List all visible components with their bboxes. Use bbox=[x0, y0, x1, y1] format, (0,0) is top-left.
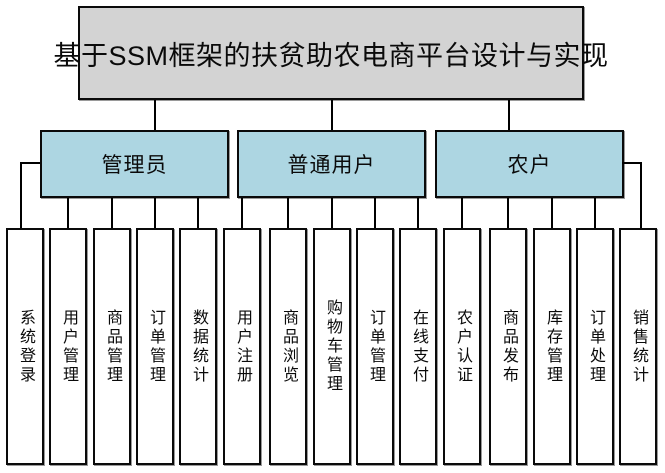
group-box-farmer: 农户 bbox=[435, 130, 624, 198]
connector-line bbox=[20, 162, 40, 164]
leaf-label: 购物车管理 bbox=[324, 299, 341, 394]
leaf-box: 订单处理 bbox=[576, 228, 614, 465]
leaf-label: 在线支付 bbox=[410, 308, 427, 385]
leaf-label: 订单管理 bbox=[147, 308, 164, 385]
connector-line bbox=[640, 162, 642, 228]
group-label: 农户 bbox=[507, 154, 552, 177]
connector-line bbox=[331, 198, 333, 228]
leaf-box: 购物车管理 bbox=[313, 228, 351, 465]
leaf-label: 农户认证 bbox=[454, 308, 471, 385]
connector-line bbox=[507, 198, 509, 228]
leaf-label: 商品发布 bbox=[500, 308, 517, 385]
leaf-label: 订单处理 bbox=[587, 308, 604, 385]
leaf-label: 商品管理 bbox=[104, 308, 121, 385]
connector-line bbox=[154, 198, 156, 228]
connector-line bbox=[417, 198, 419, 228]
connector-line bbox=[154, 100, 156, 130]
leaf-label: 用户管理 bbox=[60, 308, 77, 385]
connector-line bbox=[622, 162, 642, 164]
leaf-box: 用户管理 bbox=[49, 228, 87, 465]
leaf-box: 商品发布 bbox=[489, 228, 527, 465]
connector-line bbox=[551, 198, 553, 228]
root-node: 基于SSM框架的扶贫助农电商平台设计与实现 bbox=[54, 6, 608, 100]
connector-line bbox=[197, 198, 199, 228]
connector-line bbox=[374, 198, 376, 228]
leaf-box: 订单管理 bbox=[356, 228, 394, 465]
leaf-box: 订单管理 bbox=[136, 228, 174, 465]
leaf-label: 用户注册 bbox=[234, 308, 251, 385]
leaf-box: 在线支付 bbox=[399, 228, 437, 465]
connector-line bbox=[594, 198, 596, 228]
leaf-box: 商品管理 bbox=[93, 228, 131, 465]
group-box-admin: 管理员 bbox=[40, 130, 229, 198]
leaf-label: 系统登录 bbox=[17, 308, 34, 385]
group-box-regular-user: 普通用户 bbox=[237, 130, 426, 198]
connector-line bbox=[111, 198, 113, 228]
connector-line bbox=[331, 100, 333, 130]
leaf-label: 商品浏览 bbox=[280, 308, 297, 385]
leaf-label: 数据统计 bbox=[190, 308, 207, 385]
leaf-label: 销售统计 bbox=[630, 308, 647, 385]
leaf-box: 库存管理 bbox=[533, 228, 571, 465]
root-node-label: 基于SSM框架的扶贫助农电商平台设计与实现 bbox=[53, 40, 609, 71]
leaf-box: 农户认证 bbox=[443, 228, 481, 465]
connector-line bbox=[20, 162, 22, 228]
leaf-box: 数据统计 bbox=[179, 228, 217, 465]
connector-line bbox=[461, 198, 463, 228]
connector-line bbox=[67, 198, 69, 228]
group-label: 管理员 bbox=[101, 154, 168, 177]
connector-line bbox=[287, 198, 289, 228]
connector-line bbox=[508, 100, 510, 130]
leaf-box: 系统登录 bbox=[6, 228, 44, 465]
leaf-label: 库存管理 bbox=[544, 308, 561, 385]
leaf-box: 销售统计 bbox=[619, 228, 657, 465]
leaf-label: 订单管理 bbox=[367, 308, 384, 385]
leaf-box: 用户注册 bbox=[223, 228, 261, 465]
group-label: 普通用户 bbox=[287, 154, 376, 177]
connector-line bbox=[241, 198, 243, 228]
leaf-box: 商品浏览 bbox=[269, 228, 307, 465]
